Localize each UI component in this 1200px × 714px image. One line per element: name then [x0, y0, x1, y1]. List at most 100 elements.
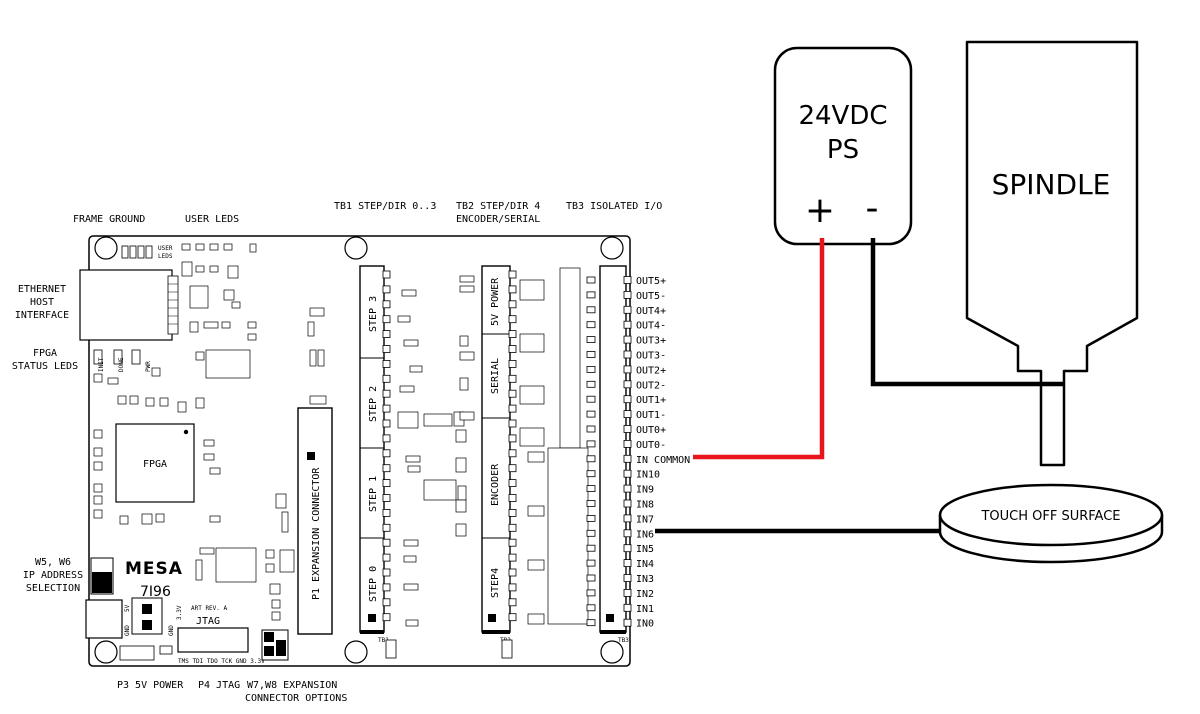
- ethernet-jack: [79, 269, 173, 341]
- tb3-pin-square: [623, 320, 632, 329]
- tb2-pin-square: [508, 285, 517, 294]
- tb3-pin-square: [623, 365, 632, 374]
- tb1-pin-square: [382, 553, 391, 562]
- power-supply-label-2: PS: [827, 135, 859, 165]
- tb3-pin-label: OUT2+: [636, 365, 666, 376]
- tb3-pin-label: IN2: [636, 589, 654, 600]
- tb3-pin-label: IN7: [636, 514, 654, 525]
- tb3-status-led: [586, 321, 596, 329]
- mount-hole-tr: [600, 236, 624, 260]
- tb3-pin-label: OUT3-: [636, 351, 666, 362]
- tb2-serial-silk: SERIAL: [490, 358, 501, 394]
- tb2-pin-square: [508, 374, 517, 383]
- user-leds-label: USER LEDS: [185, 214, 239, 225]
- tb3-pin-label: IN5: [636, 544, 654, 555]
- tb3-pin-square: [623, 589, 632, 597]
- tb3-status-led: [586, 529, 596, 537]
- tb3-status-led: [586, 485, 596, 493]
- p4-label: P4 JTAG: [198, 680, 240, 691]
- power-supply-plus-terminal: +: [805, 190, 835, 231]
- w7-cap-a: [264, 632, 274, 642]
- tb3-pin-label: IN0: [636, 619, 654, 630]
- ethernet-magnetics-lines: [168, 283, 178, 325]
- tb1-silk: TB1: [378, 637, 389, 644]
- tb3-terminal-block: [599, 265, 627, 633]
- p3-power-connector: [85, 599, 123, 639]
- tb2-terminal-block: [481, 265, 511, 633]
- fpga-status-label-1: FPGA: [33, 348, 57, 359]
- ethernet-label-1: ETHERNET: [18, 284, 66, 295]
- tb3-status-led: [586, 470, 596, 478]
- tb3-pin-square: [623, 454, 632, 463]
- tb3-pin-square: [623, 425, 632, 433]
- fpga-status-label-2: STATUS LEDS: [12, 361, 78, 372]
- tb3-pin-square: [623, 350, 632, 359]
- ethernet-magnetics: [167, 275, 179, 335]
- tb2-encoder-silk: ENCODER: [490, 463, 501, 506]
- tb3-status-led: [586, 455, 596, 463]
- p3-gnd-silk: GND: [124, 625, 131, 636]
- fpga-chip: [115, 423, 195, 503]
- p1-pin1: [307, 452, 315, 460]
- p1-side-components: [307, 307, 327, 405]
- tb3-status-led: [586, 544, 596, 552]
- w5w6-jumper-caps: [92, 572, 112, 593]
- done-silk: DONE: [118, 357, 125, 372]
- wire-ps-minus-to-spindle: [870, 238, 1064, 387]
- tb2-pin-square: [508, 568, 517, 577]
- tb2-pin-square: [508, 494, 517, 502]
- fpga-silk: FPGA: [143, 459, 167, 470]
- spindle: SPINDLE: [965, 40, 1139, 467]
- tb2-pin-square: [508, 523, 517, 532]
- spindle-label: SPINDLE: [992, 168, 1111, 201]
- tb3-status-led: [586, 395, 596, 403]
- tb3-pin-square: [623, 603, 632, 612]
- ptc1: [385, 639, 397, 659]
- tb1-step3-silk: STEP 3: [368, 296, 379, 332]
- tb3-pin-label: OUT0+: [636, 425, 666, 436]
- tb3-status-led: [586, 365, 596, 373]
- mount-hole-bm: [344, 640, 368, 664]
- p3-gnd-silk-2: GND: [168, 625, 175, 636]
- tb2-pin-square: [508, 434, 517, 443]
- tb2-pin-square: [508, 389, 517, 398]
- tb2-pin-square: [508, 553, 517, 562]
- c73: [119, 645, 155, 661]
- tb3-pin-label: IN3: [636, 574, 654, 585]
- tb1-pin-square: [382, 479, 391, 488]
- touch-plate-label: TOUCH OFF SURFACE: [980, 509, 1120, 524]
- tb3-pin-label: OUT3+: [636, 336, 666, 347]
- init-silk: INIT: [98, 357, 105, 372]
- tb3-pin-squares: [623, 276, 632, 627]
- p3-pin: [142, 604, 152, 614]
- tb1-pin-square: [382, 389, 391, 398]
- tb2-pin-square: [508, 449, 517, 458]
- mount-hole-bl: [94, 640, 118, 664]
- tb3-status-led: [586, 410, 596, 418]
- tb2-pin-square: [508, 359, 517, 368]
- tb3-pin-label: IN8: [636, 500, 654, 511]
- tb3-status-led: [586, 380, 596, 388]
- frame-ground-label: FRAME GROUND: [73, 214, 145, 225]
- c44: [159, 645, 173, 655]
- tb1-pin-square: [382, 315, 391, 324]
- tb3-pin-square: [623, 544, 632, 553]
- tb3-status-led: [586, 559, 596, 567]
- ethernet-label-2: HOST: [30, 297, 54, 308]
- tb3-pin-label: OUT1-: [636, 410, 666, 421]
- mesa-7i96-board: USER LEDS INIT DONE PWR: [79, 235, 632, 667]
- tb3-status-led: [586, 515, 596, 522]
- tb3-pin-square: [623, 276, 632, 284]
- tb3-pin-label: OUT2-: [636, 380, 666, 391]
- tb3-pin-square: [623, 618, 632, 627]
- tb2-pin-square: [508, 300, 517, 309]
- jtag-pins-silk: TMS TDI TDO TCK GND 3.3V: [178, 658, 265, 665]
- tb1-pin-square: [382, 404, 391, 413]
- tb3-status-led: [586, 306, 596, 314]
- fpga-pin1-dot: [183, 429, 189, 435]
- tb1-pin-square: [382, 449, 391, 458]
- tb3-pin-label: IN6: [636, 529, 654, 540]
- tb2-pin-square: [508, 464, 517, 473]
- board-model: 7I96: [140, 584, 171, 600]
- tb3-pin-label: OUT1+: [636, 395, 666, 406]
